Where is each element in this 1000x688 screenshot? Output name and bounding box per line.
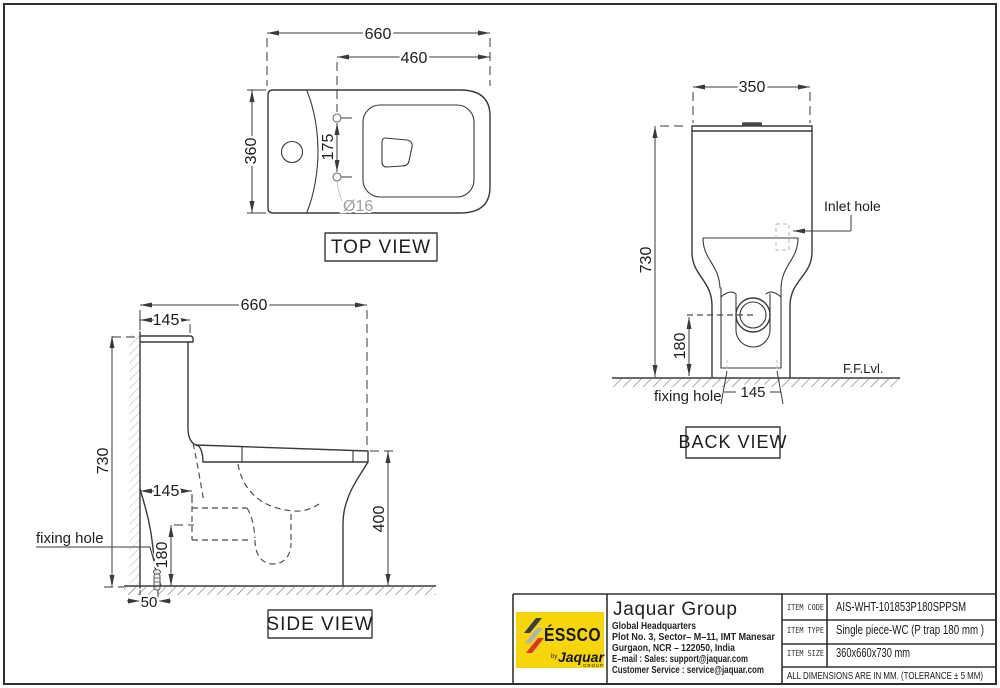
item-size-label: ITEM SIZE <box>787 648 824 658</box>
item-table: ITEM CODE AIS-WHT-101853P180SPPSM ITEM T… <box>787 600 984 682</box>
dimensions-note: ALL DIMENSIONS ARE IN MM. (TOLERANCE ± 5… <box>787 670 983 682</box>
dim-side-660: 660 <box>241 297 268 314</box>
dim-top-175: 175 <box>320 134 337 161</box>
seat-fixing-hole-bottom <box>332 172 342 182</box>
company-block: Jaquar Group Global Headquarters Plot No… <box>612 599 775 676</box>
side-view-label-box <box>267 609 373 639</box>
dim-side-145-mid: 145 <box>153 483 180 500</box>
essco-logo: ÉSSCO by Jaquar GROUP <box>516 612 605 668</box>
dim-side-145-top: 145 <box>153 312 180 329</box>
address-line-3: Gurgaon, NCR – 122050, India <box>612 643 735 654</box>
seat-fixing-hole-top <box>332 113 342 123</box>
wall-hatch <box>129 334 140 587</box>
dim-top-660: 660 <box>365 26 392 43</box>
top-view: 660 460 360 175 Ø16 TOP VIEW <box>241 24 491 262</box>
side-view: 660 145 730 400 145 180 50 fixing hole S… <box>36 295 436 639</box>
address-line-1: Global Headquarters <box>612 621 696 632</box>
dim-top-hole-dia: Ø16 <box>343 198 373 215</box>
inlet-hole-label: Inlet hole <box>824 198 881 214</box>
top-view-outline <box>267 89 491 214</box>
address-line-2: Plot No. 3, Sector– M–11, IMT Manesar <box>612 632 775 643</box>
back-view-ground <box>612 377 900 387</box>
logo-subbrand-text: Jaquar <box>558 649 605 665</box>
dim-back-145: 145 <box>740 384 765 401</box>
dim-side-400: 400 <box>371 506 388 533</box>
back-recess <box>720 287 782 369</box>
logo-stripe-red <box>526 638 544 653</box>
dim-top-460: 460 <box>401 50 428 67</box>
back-view: 350 730 180 Inlet hole F.F.Lvl. fixing h… <box>612 77 900 459</box>
fixing-hole-label-back: fixing hole <box>654 388 722 405</box>
back-view-label-box <box>685 426 781 459</box>
item-type-label: ITEM TYPE <box>787 625 824 635</box>
inlet-hole <box>775 223 790 251</box>
dim-back-730: 730 <box>638 247 655 274</box>
dim-back-180: 180 <box>672 333 689 360</box>
item-type-value: Single piece-WC (P trap 180 mm ) <box>836 623 984 637</box>
logo-group-text: GROUP <box>583 663 604 668</box>
floor-level-label: F.F.Lvl. <box>843 361 883 376</box>
side-view-outline <box>139 335 369 591</box>
dim-top-360: 360 <box>243 138 260 165</box>
back-view-outline <box>687 122 813 378</box>
flush-button <box>280 140 304 164</box>
dim-back-350: 350 <box>739 79 766 96</box>
ground-hatch-back <box>612 379 900 387</box>
logo-stripe-gray <box>525 628 543 643</box>
side-view-dimensions: 660 145 730 400 145 180 50 fixing hole <box>36 295 395 614</box>
dim-side-50: 50 <box>141 594 158 611</box>
address-line-4: E–mail : Sales: support@jaquar.com <box>612 654 748 665</box>
fixing-hole-label-side: fixing hole <box>36 530 104 547</box>
item-size-value: 360x660x730 mm <box>836 646 910 660</box>
side-view-label: SIDE VIEW <box>266 614 373 635</box>
dim-side-730: 730 <box>95 448 112 475</box>
side-view-wall <box>129 331 141 589</box>
drain-outlet <box>735 297 771 333</box>
back-view-label: BACK VIEW <box>678 432 787 452</box>
sheet-border <box>3 3 997 685</box>
flush-button-back <box>742 122 762 127</box>
logo-stripe-dark <box>524 618 542 633</box>
dim-side-180: 180 <box>154 542 171 569</box>
top-view-label-box <box>324 232 438 262</box>
top-view-label: TOP VIEW <box>331 237 431 258</box>
seat-opening <box>362 104 475 198</box>
company-name: Jaquar Group <box>613 599 739 620</box>
logo-by-text: by <box>551 654 557 660</box>
item-code-label: ITEM CODE <box>787 602 824 612</box>
item-code-value: AIS-WHT-101853P180SPPSM <box>836 600 966 614</box>
side-view-ground <box>124 585 436 595</box>
title-block: ÉSSCO by Jaquar GROUP Jaquar Group Globa… <box>512 593 996 684</box>
address-line-5: Customer Service : service@jaquar.com <box>612 665 764 676</box>
top-view-dimensions: 660 460 360 175 Ø16 <box>241 24 491 217</box>
side-view-hidden-lines <box>191 442 320 565</box>
fixing-screw-icon <box>153 569 161 591</box>
trap-outlet-top <box>381 137 413 168</box>
logo-brand-text: ÉSSCO <box>544 624 601 645</box>
ground-hatch-side <box>124 587 436 595</box>
back-view-dimensions: 350 730 180 Inlet hole F.F.Lvl. fixing h… <box>636 77 884 406</box>
